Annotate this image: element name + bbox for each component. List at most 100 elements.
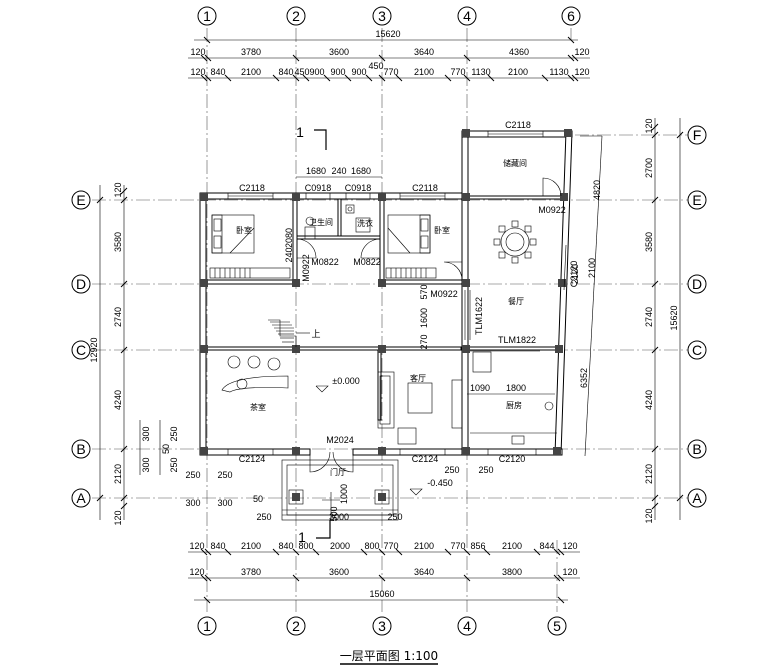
label-c2124-right: C2124	[412, 454, 439, 464]
dim-left-0: 120	[113, 182, 123, 197]
dim-top-r3-14: 1130	[549, 67, 568, 77]
dim-porch-250-a: 250	[256, 512, 271, 522]
axis-top-2: 2	[292, 8, 300, 24]
dim-top-r3-6: 900	[330, 67, 345, 77]
grid-lines	[92, 28, 688, 612]
dim-left-small-2: 50	[161, 444, 171, 454]
axis-top-4: 4	[463, 8, 471, 24]
dim-top-r2-0: 120	[190, 47, 205, 57]
label-c0918-right: C0918	[345, 183, 372, 193]
axis-top-3: 3	[378, 8, 386, 24]
stairs	[268, 319, 310, 347]
label-m0922-vert: M0922	[301, 254, 311, 282]
room-kitchen: 厨房	[506, 400, 522, 410]
axis-right-B: B	[692, 441, 701, 457]
axis-right-E: E	[692, 192, 701, 208]
dim-right-inner-3: 6352	[579, 368, 589, 388]
dim-bot-r2-3: 3640	[414, 567, 434, 577]
dim-bot-r2-2: 3600	[329, 567, 349, 577]
section-mark-top: 1	[296, 124, 304, 140]
dim-bot-r1-13: 120	[562, 541, 577, 551]
opening-labels: C2118 C0918 C0918 C2118 C2118 M0922 M082…	[239, 120, 579, 496]
dim-bot-r1-4: 800	[298, 541, 313, 551]
dim-bot-r2-1: 3780	[241, 567, 261, 577]
room-tea: 茶室	[250, 402, 266, 412]
axis-top-6: 6	[567, 8, 575, 24]
dim-bot-r1-10: 856	[470, 541, 485, 551]
dim-top-r3-15: 120	[574, 67, 589, 77]
dim-top-r3-3: 840	[278, 67, 293, 77]
dim-step-300b: 300	[217, 498, 232, 508]
dim-step-250b: 250	[217, 470, 232, 480]
dim-top-r2-4: 4360	[509, 47, 529, 57]
room-entrance: 门厅	[330, 467, 346, 477]
room-bathroom: 卫生间	[309, 217, 333, 227]
axis-left-E: E	[76, 192, 85, 208]
dim-porch-500: 500	[329, 506, 339, 521]
dim-int-1680-a: 1680	[306, 166, 326, 176]
dim-int-2080: 2080	[284, 228, 294, 248]
dim-right-1: 2700	[644, 158, 654, 178]
dim-bot-r1-11: 2100	[502, 541, 522, 551]
dim-left-5: 120	[113, 510, 123, 525]
axis-right-D: D	[692, 276, 702, 292]
dim-int-250-b: 250	[478, 465, 493, 475]
label-elev-minus: -0.450	[427, 478, 453, 488]
dim-bot-r1-8: 2100	[414, 541, 434, 551]
axis-right-F: F	[693, 127, 702, 143]
dim-left-small-3: 300	[141, 457, 151, 472]
dim-right-inner-0: 4820	[592, 180, 602, 200]
drawing-title: 一层平面图 1:100	[340, 649, 438, 665]
dim-top-r3-4: 450	[294, 67, 309, 77]
dim-top-r3-12: 1130	[471, 67, 490, 77]
dim-right-inner-2: 2120	[570, 264, 580, 284]
porch	[281, 459, 399, 521]
dim-top-r2-1: 3780	[241, 47, 261, 57]
dim-step-250: 250	[185, 470, 200, 480]
axis-right-C: C	[692, 342, 702, 358]
dim-left-2: 2740	[113, 307, 123, 327]
dim-right-4: 4240	[644, 390, 654, 410]
room-storage: 储藏间	[503, 158, 527, 168]
label-c2118-right: C2118	[412, 183, 438, 193]
dim-int-1090: 1090	[470, 383, 490, 393]
dim-bot-r2-5: 120	[562, 567, 577, 577]
dim-right-2: 3580	[644, 232, 654, 252]
dim-step-300: 300	[185, 498, 200, 508]
section-mark-bottom: 1	[298, 529, 306, 545]
room-labels: 储藏间 卧室 卧室 卫生间 洗衣 餐厅 茶室 客厅 厨房 门厅	[236, 158, 527, 477]
dim-bot-r1-9: 770	[450, 541, 465, 551]
dim-bot-r2-0: 120	[189, 567, 204, 577]
label-stair-up: 上	[311, 329, 320, 339]
dim-top-r3-10: 2100	[414, 67, 434, 77]
dim-bot-r1-2: 2100	[241, 541, 261, 551]
dim-int-270: 270	[419, 334, 429, 349]
dim-top-r3-11: 770	[450, 67, 465, 77]
dim-left-small-4: 250	[169, 457, 179, 472]
dim-bot-total: 15060	[369, 589, 394, 599]
dim-left-3: 4240	[113, 390, 123, 410]
axis-left-A: A	[76, 490, 86, 506]
label-m0922-dining: M0922	[430, 289, 458, 299]
label-tlm1622: TLM1622	[474, 297, 484, 335]
axis-left-C: C	[76, 342, 86, 358]
columns	[200, 129, 572, 505]
dim-right-3: 2740	[644, 307, 654, 327]
axis-bottom-1: 1	[203, 618, 211, 634]
room-bedroom-left: 卧室	[236, 225, 252, 235]
dim-top-r3-9: 770	[383, 67, 398, 77]
axis-bubbles-right: F E D C B A	[687, 125, 707, 508]
dim-bot-r1-0: 120	[189, 541, 204, 551]
dim-top-r3-5: 900	[309, 67, 324, 77]
label-c0918-left: C0918	[305, 183, 332, 193]
room-bedroom-right: 卧室	[434, 225, 450, 235]
label-elev-0: ±0.000	[332, 376, 359, 386]
dim-porch-250-b: 250	[387, 512, 402, 522]
dim-left-total: 12920	[89, 337, 99, 362]
axis-left-B: B	[76, 441, 85, 457]
label-c2118-top: C2118	[505, 120, 531, 130]
dim-left-4: 2120	[113, 464, 123, 484]
room-dining: 餐厅	[508, 297, 524, 306]
axis-left-D: D	[76, 276, 86, 292]
